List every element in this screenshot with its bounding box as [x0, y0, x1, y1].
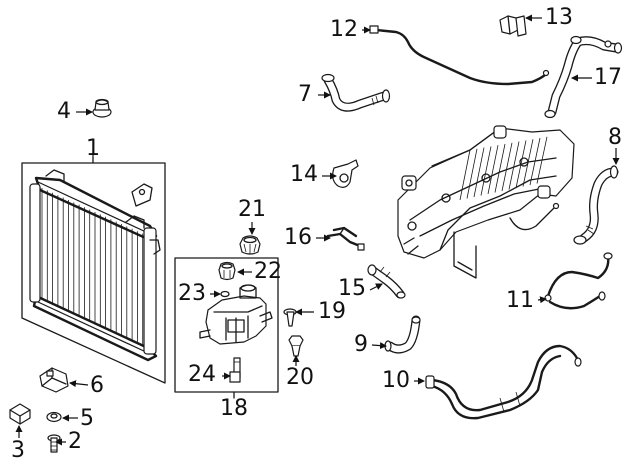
shroud-rib	[466, 148, 478, 199]
callout-4: 4	[57, 99, 71, 124]
push-pin-part-19	[283, 308, 297, 327]
radiator-core	[29, 169, 161, 362]
callout-20: 20	[286, 365, 314, 390]
callout-1: 1	[86, 136, 100, 161]
shroud-rib	[529, 137, 541, 186]
pipe-part-12	[369, 25, 550, 86]
callout-10: 10	[382, 368, 410, 393]
callout-9: 9	[354, 332, 368, 357]
callout-15: 15	[338, 276, 366, 301]
shroud-rib	[494, 143, 506, 193]
leader-arrows	[15, 14, 620, 446]
shroud-rib	[459, 149, 471, 201]
callout-17: 17	[594, 65, 622, 90]
hose-part-15	[367, 264, 406, 299]
shroud-rib	[501, 142, 513, 192]
callout-19: 19	[318, 299, 346, 324]
callout-13: 13	[545, 5, 573, 30]
clip-part-3	[9, 403, 31, 425]
hose-part-10	[425, 344, 582, 420]
callout-8: 8	[608, 125, 622, 150]
callout-7: 7	[298, 82, 312, 107]
fan-shroud-assembly	[397, 125, 575, 279]
callout-5: 5	[80, 406, 94, 431]
grommet-part-4	[92, 98, 112, 118]
shroud-rib	[536, 136, 548, 184]
callout-6: 6	[90, 373, 104, 398]
bracket-part-6	[39, 367, 69, 393]
nut-part-5	[46, 411, 62, 423]
cap-part-21	[239, 235, 261, 255]
callout-24: 24	[188, 362, 216, 387]
expansion-tank	[199, 284, 273, 345]
callout-12: 12	[330, 17, 358, 42]
callout-2: 2	[68, 429, 82, 454]
callout-22: 22	[254, 259, 282, 284]
shroud-rib	[487, 145, 499, 195]
callout-18: 18	[220, 396, 248, 421]
hose-part-7	[321, 73, 391, 112]
bracket-part-14	[332, 159, 359, 188]
hose-part-11	[544, 252, 613, 310]
reservoir-cap-part-22	[218, 261, 236, 281]
shroud-rib	[480, 146, 492, 196]
hose-part-8	[573, 165, 619, 245]
pipe-part-16	[326, 226, 365, 251]
radiator-assembly	[21, 157, 166, 384]
hose-part-17	[544, 35, 623, 119]
level-sensor-part-24	[229, 357, 241, 383]
bolt-part-2	[47, 434, 61, 453]
fitting-part-20	[288, 335, 304, 357]
callout-23: 23	[178, 281, 206, 306]
callout-21: 21	[238, 197, 266, 222]
reservoir-assembly	[174, 257, 279, 399]
shroud-rib	[508, 141, 520, 190]
callout-16: 16	[284, 225, 312, 250]
callout-11: 11	[506, 288, 534, 313]
clip-part-13	[499, 15, 527, 37]
hose-part-9	[384, 315, 421, 354]
callout-3: 3	[11, 438, 25, 463]
shroud-rib	[473, 147, 485, 198]
o-ring-part-23	[220, 290, 230, 298]
callout-14: 14	[290, 162, 318, 187]
